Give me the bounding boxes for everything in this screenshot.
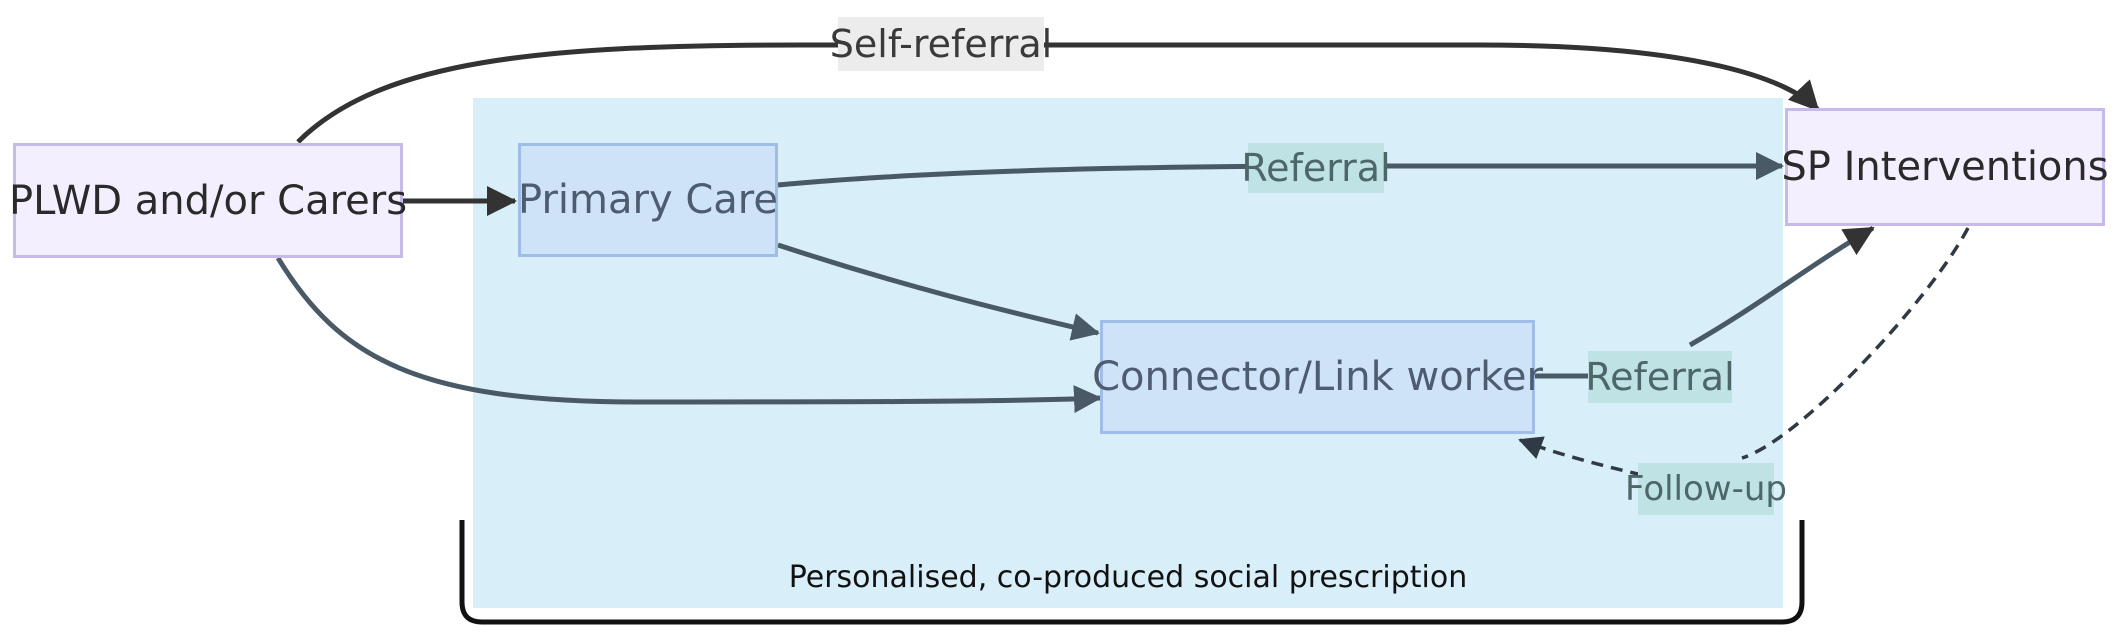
label-self-referral: Self-referral: [830, 17, 1052, 71]
region-caption: Personalised, co-produced social prescri…: [788, 560, 1468, 595]
label-follow-up: Follow-up: [1625, 463, 1787, 515]
edge-self-referral: [296, 42, 1820, 144]
node-plwd-carers: PLWD and/or Carers: [9, 143, 407, 258]
node-primary-care: Primary Care: [518, 143, 778, 257]
region-bracket: [459, 520, 1805, 625]
edge-connector-sp: [1535, 228, 1873, 379]
edge-primary-connector: [777, 242, 1100, 341]
edge-follow-up: [1520, 227, 1970, 477]
node-connector-link-worker: Connector/Link worker: [1092, 320, 1543, 434]
label-referral-primary: Referral: [1241, 143, 1391, 193]
edge-plwd-connector: [275, 256, 1102, 414]
node-sp-interventions: SP Interventions: [1781, 108, 2109, 226]
label-referral-connector: Referral: [1585, 351, 1735, 403]
